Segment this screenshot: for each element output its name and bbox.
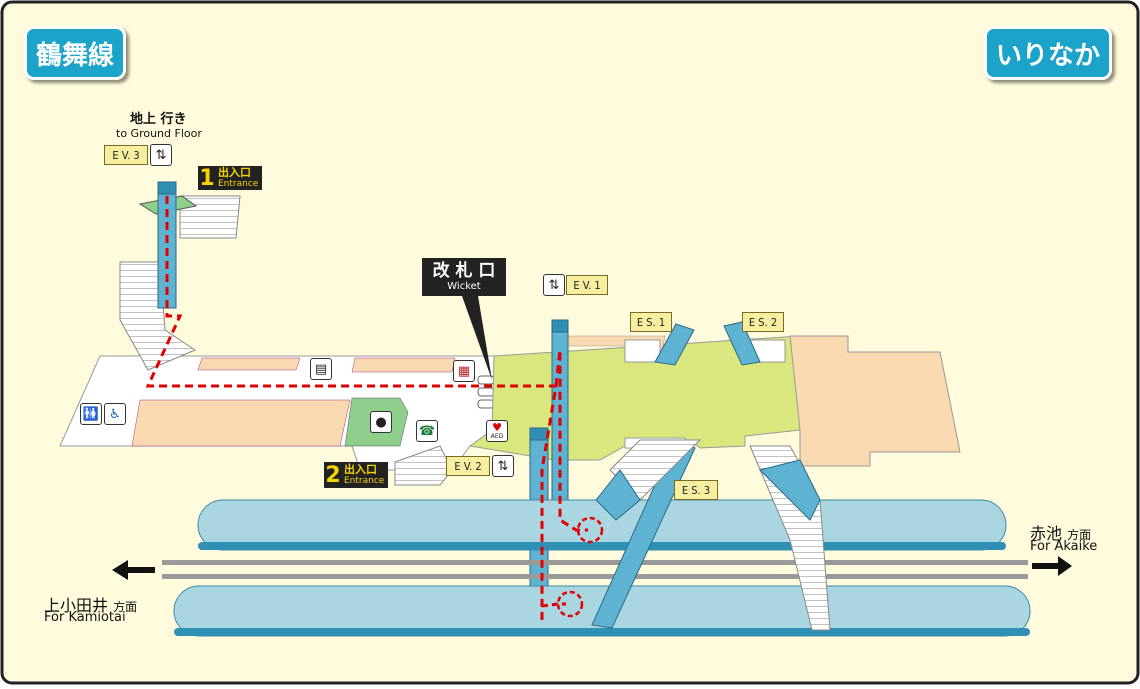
elevator-icon: ⇅ xyxy=(543,274,565,296)
direction-right: 赤池 方面 xyxy=(1030,520,1091,544)
ground-floor-jp: 地上 行き xyxy=(130,112,187,127)
opening xyxy=(624,339,661,363)
direction-left: 上小田井 方面 xyxy=(44,592,137,616)
toilet-icon: 🚻 xyxy=(80,403,102,425)
barrier-free-route xyxy=(145,196,558,620)
ground-floor-en: to Ground Floor xyxy=(116,127,202,140)
ticket-office-icon: ▦ xyxy=(453,360,475,382)
wicket-jp: 改 札 口 xyxy=(432,261,496,281)
direction-right-en: For Akaike xyxy=(1030,539,1098,554)
entrance-2-jp: 出入口 xyxy=(344,463,377,476)
direction-left-jp: 上小田井 xyxy=(44,596,109,615)
escalator-2 xyxy=(723,321,761,366)
elevator-3-top xyxy=(157,181,177,195)
entrance-1-en: Entrance xyxy=(218,179,259,189)
east-area xyxy=(789,335,961,467)
escalator-3-label: E S. 3 xyxy=(674,480,718,500)
elevator-1-label: E V. 1 xyxy=(566,275,608,295)
direction-left-en: For Kamiotai xyxy=(44,610,126,625)
elevator-2-label: E V. 2 xyxy=(446,456,490,476)
entrance-2: 2 出入口 Entrance xyxy=(324,462,389,488)
shop-area xyxy=(351,357,456,373)
shop-area xyxy=(197,357,301,371)
escalator-3-end xyxy=(595,469,641,521)
wicket-gate xyxy=(477,375,495,385)
elevator-1-top xyxy=(551,319,569,333)
arrow-right-icon xyxy=(1032,556,1072,576)
station-staff-icon: ● xyxy=(370,411,392,433)
ticket-machine-icon: ▤ xyxy=(310,358,332,380)
escalator-1 xyxy=(654,323,695,366)
elevator-3-label: E V. 3 xyxy=(104,145,148,165)
entrance-1-number: 1 xyxy=(198,165,216,191)
line-name-tag: 鶴舞線 xyxy=(24,26,126,80)
entrance-1: 1 出入口 Entrance xyxy=(198,165,263,191)
entrance-2-number: 2 xyxy=(324,462,342,488)
stairs-exit-2 xyxy=(394,445,453,486)
escalator-1-label: E S. 1 xyxy=(630,312,672,332)
accessible-toilet-icon: ♿ xyxy=(104,403,126,425)
escalator-2-label: E S. 2 xyxy=(742,312,784,332)
elevator-icon: ⇅ xyxy=(492,455,514,477)
entrance-2-en: Entrance xyxy=(344,476,385,486)
office-area xyxy=(131,399,351,447)
escalator-east xyxy=(759,459,821,521)
rail xyxy=(162,560,1028,565)
rail xyxy=(162,574,1028,579)
barrier-free-route-3 xyxy=(541,602,566,608)
direction-right-suffix: 方面 xyxy=(1067,528,1092,542)
direction-right-jp: 赤池 xyxy=(1030,524,1063,543)
aed-label: AED xyxy=(490,433,504,440)
elevator-icon: ⇅ xyxy=(150,144,172,166)
wicket-gate xyxy=(477,399,495,409)
platform-south-edge xyxy=(174,628,1030,636)
entrance-1-jp: 出入口 xyxy=(218,166,251,179)
wicket-pointer xyxy=(462,296,492,380)
aed-icon: ♥ AED xyxy=(486,420,508,442)
platform-spot-south xyxy=(556,590,584,618)
telephone-icon: ☎ xyxy=(416,420,438,442)
platform-spot-north xyxy=(576,516,604,544)
station-name-tag: いりなか xyxy=(984,26,1112,80)
elevator-2-top xyxy=(529,427,549,441)
escalator-3 xyxy=(591,439,696,629)
wicket-en: Wicket xyxy=(447,281,481,292)
wicket-callout: 改 札 口 Wicket xyxy=(422,258,506,296)
arrow-left-icon xyxy=(112,560,155,580)
wicket-gate xyxy=(477,387,495,397)
platform-north-edge xyxy=(198,542,1006,550)
direction-left-suffix: 方面 xyxy=(113,600,138,614)
